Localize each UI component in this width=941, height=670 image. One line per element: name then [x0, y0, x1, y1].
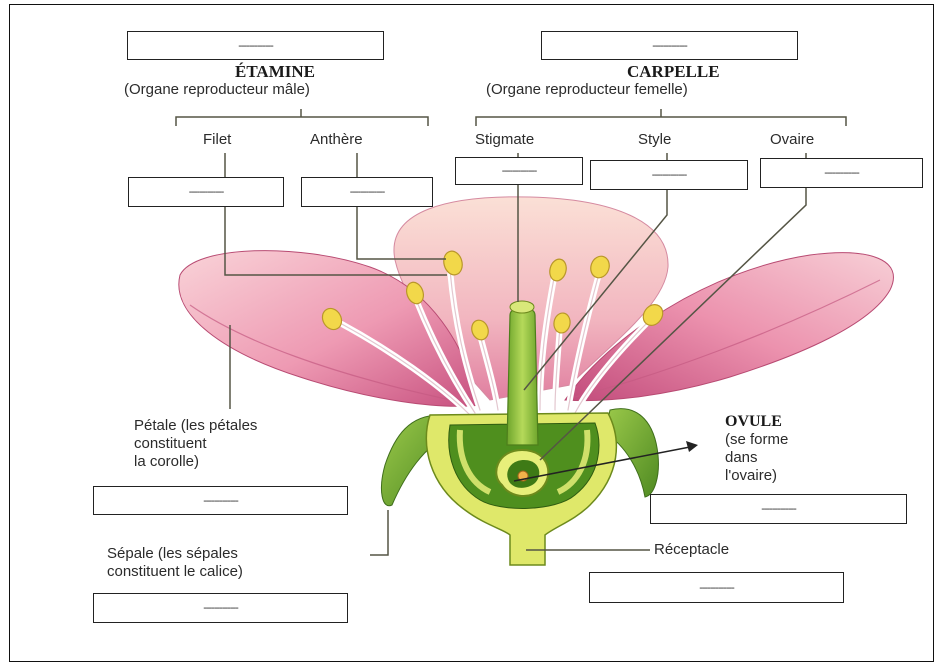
carpelle-title: CARPELLE — [627, 62, 720, 82]
stigma — [510, 301, 534, 313]
answer-box-ovule[interactable]: ------------- — [650, 494, 907, 524]
answer-placeholder: ------------- — [824, 167, 859, 179]
label-ovule-desc: (se forme dans l'ovaire) — [725, 431, 788, 485]
answer-box-style[interactable]: ------------- — [590, 160, 748, 190]
style — [507, 308, 538, 446]
label-stigmate: Stigmate — [475, 131, 534, 149]
etamine-title: ÉTAMINE — [235, 62, 315, 82]
answer-box-etamine[interactable]: ------------- — [127, 31, 384, 60]
answer-placeholder: ------------- — [189, 186, 224, 198]
answer-placeholder: ------------- — [652, 169, 687, 181]
label-filet: Filet — [203, 131, 231, 149]
ovule — [496, 450, 548, 496]
label-anthere: Anthère — [310, 131, 363, 149]
label-receptacle: Réceptacle — [654, 541, 729, 559]
answer-placeholder: ------------- — [761, 503, 796, 515]
answer-placeholder: ------------- — [350, 186, 385, 198]
answer-box-filet[interactable]: ------------- — [128, 177, 284, 207]
answer-box-ovaire[interactable]: ------------- — [760, 158, 923, 188]
answer-box-sepale[interactable]: ------------- — [93, 593, 348, 623]
answer-placeholder: ------------- — [502, 165, 537, 177]
answer-placeholder: ------------- — [238, 40, 273, 52]
answer-box-petale[interactable]: ------------- — [93, 486, 348, 515]
label-style: Style — [638, 131, 671, 149]
page-frame: ÉTAMINE (Organe reproducteur mâle) CARPE… — [9, 4, 934, 662]
answer-box-receptacle[interactable]: ------------- — [589, 572, 844, 603]
label-sepale: Sépale (les sépales constituent le calic… — [107, 545, 243, 581]
answer-placeholder: ------------- — [203, 495, 238, 507]
label-petale: Pétale (les pétales constituent la corol… — [134, 417, 257, 471]
answer-placeholder: ------------- — [652, 40, 687, 52]
answer-box-carpelle[interactable]: ------------- — [541, 31, 798, 60]
answer-placeholder: ------------- — [699, 582, 734, 594]
label-ovule-title: OVULE — [725, 413, 782, 431]
answer-box-stigmate[interactable]: ------------- — [455, 157, 583, 185]
carpelle-subtitle: (Organe reproducteur femelle) — [486, 81, 688, 98]
etamine-subtitle: (Organe reproducteur mâle) — [124, 81, 310, 98]
answer-placeholder: ------------- — [203, 602, 238, 614]
label-ovaire: Ovaire — [770, 131, 814, 149]
answer-box-anthere[interactable]: ------------- — [301, 177, 433, 207]
